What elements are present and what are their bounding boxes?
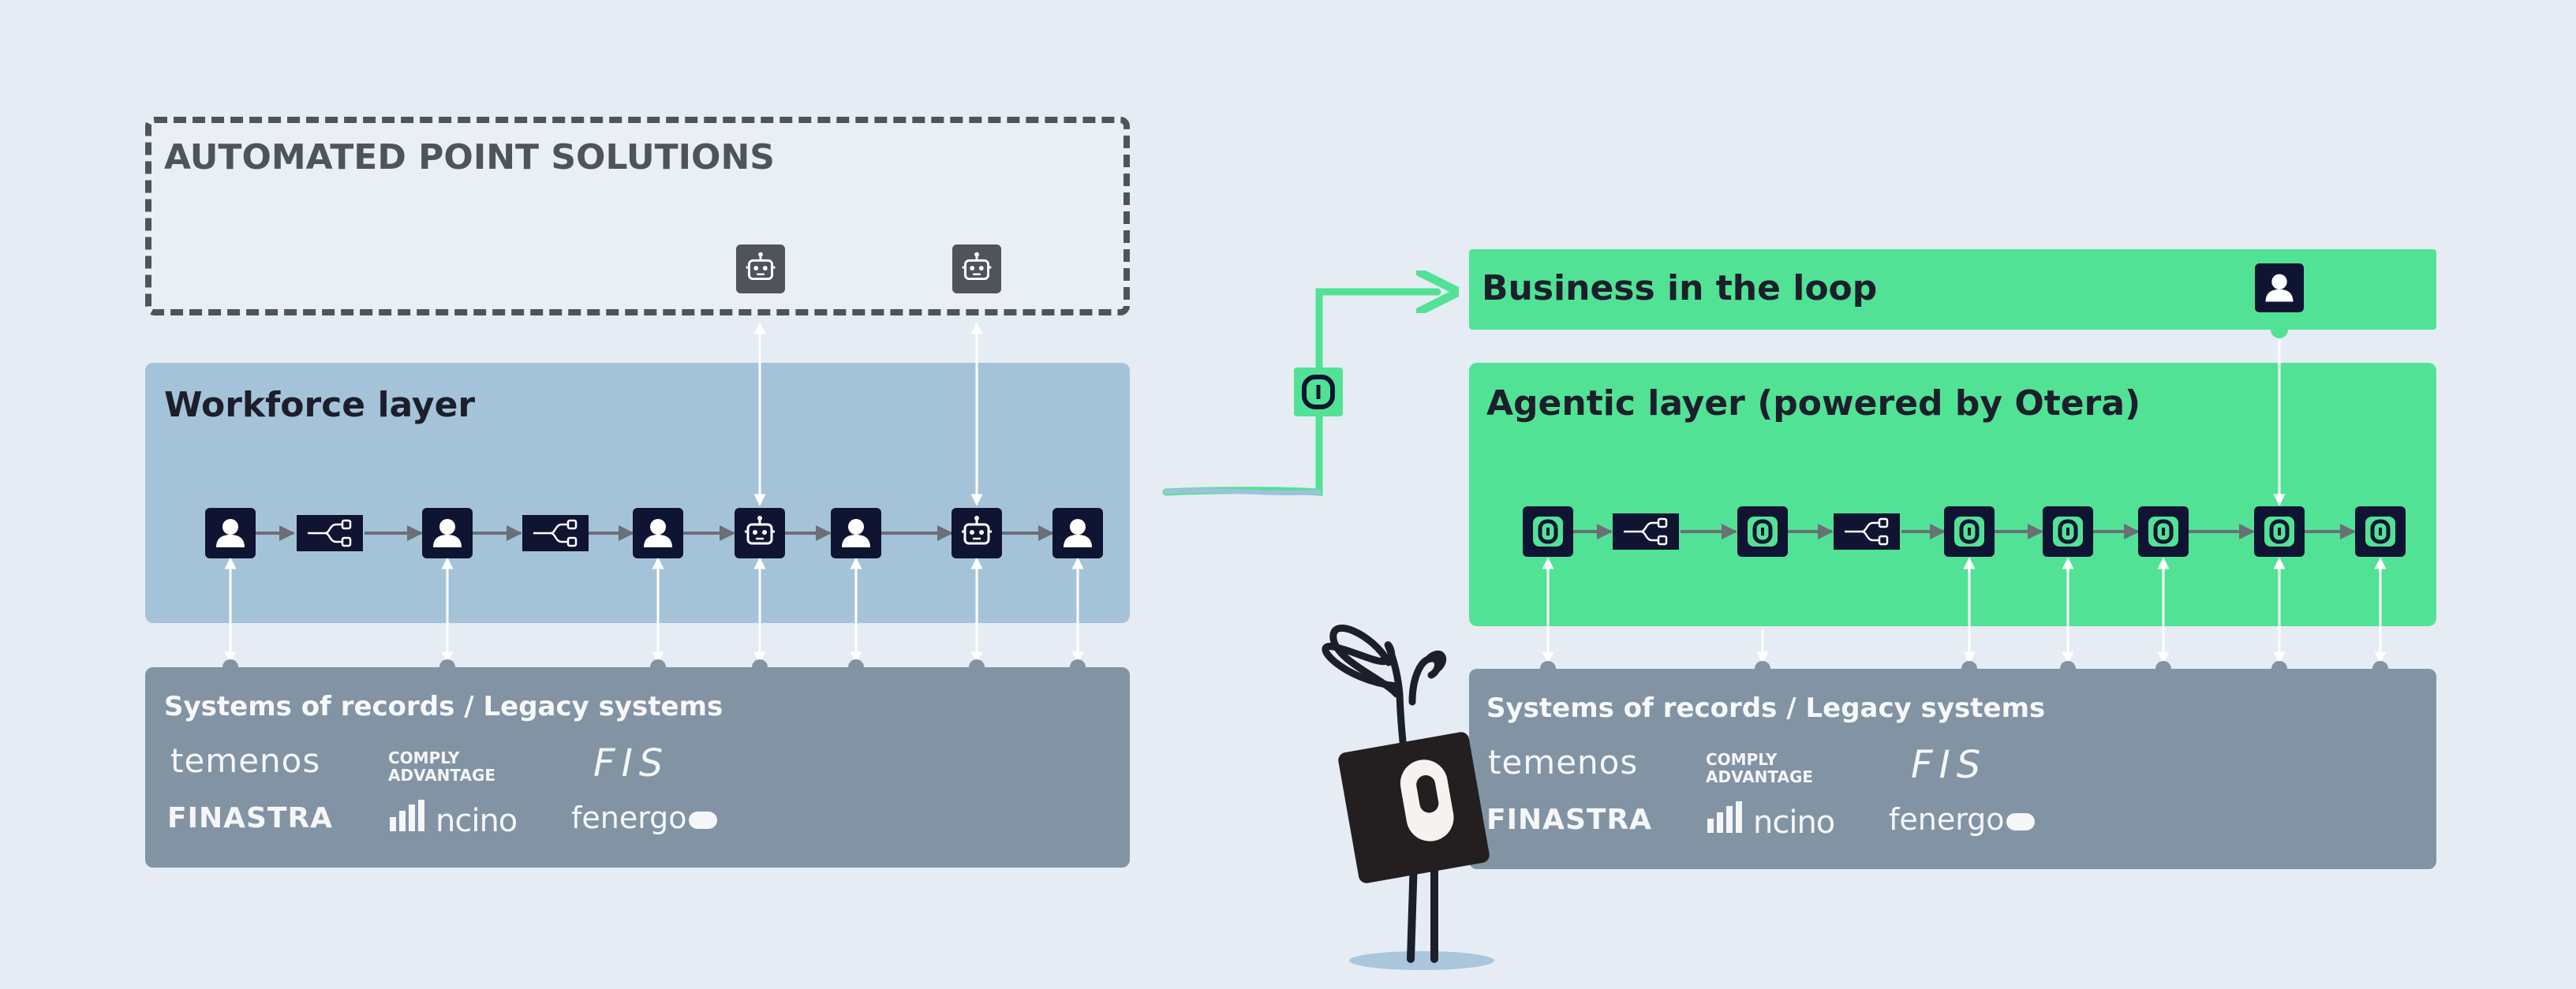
left-legacy-dots — [222, 659, 1086, 675]
otera-mark-icon — [1302, 375, 1335, 409]
person-icon — [1052, 508, 1103, 558]
right-legacy-connectors — [1542, 334, 2387, 664]
fenergo-logo-text-right: fenergo — [1889, 802, 2005, 837]
ncino-logo-text-right: ncino — [1753, 804, 1835, 841]
workflow-branch-icon — [297, 515, 363, 551]
fenergo-pill-icon — [688, 811, 717, 829]
otera-icon — [1944, 506, 1995, 557]
legacy-systems-panel-right — [1469, 669, 2436, 869]
legacy-systems-title-right: Systems of records / Legacy systems — [1486, 692, 2046, 724]
workflow-branch-icon — [1613, 513, 1679, 550]
ncino-logo-text: ncino — [436, 803, 518, 839]
fis-logo: FIS — [593, 741, 670, 786]
comply-logo-line1: COMPLY — [388, 748, 460, 767]
agentic-layer-title: Agentic layer (powered by Otera) — [1486, 383, 2141, 424]
workflow-branch-icon — [1834, 513, 1900, 550]
otera-icon — [2138, 506, 2189, 557]
robot-icon — [952, 244, 1001, 293]
otera-mascot — [1322, 624, 1494, 970]
finastra-logo: FINASTRA — [167, 802, 334, 834]
ncino-logo-right: ncino — [1706, 801, 1835, 841]
legacy-systems-title-left: Systems of records / Legacy systems — [164, 691, 723, 722]
ncino-logo: ncino — [388, 800, 518, 839]
transition-arrow-tail — [1164, 488, 1322, 495]
legacy-systems-panel-left — [145, 667, 1130, 868]
otera-icon — [2043, 506, 2093, 557]
business-connector-dot — [2271, 321, 2288, 338]
business-in-the-loop-title: Business in the loop — [1482, 268, 1878, 308]
fenergo-pill-icon-right — [2006, 812, 2035, 830]
person-icon — [2255, 263, 2304, 312]
fis-logo-right: FIS — [1911, 743, 1987, 787]
comply-logo-line2: ADVANTAGE — [388, 766, 496, 785]
temenos-logo: temenos — [170, 741, 321, 780]
automated-point-solutions-box — [145, 117, 1130, 315]
fenergo-logo-right: fenergo — [1889, 804, 2035, 834]
person-icon — [831, 508, 881, 558]
otera-icon — [2355, 506, 2406, 557]
finastra-logo-right: FINASTRA — [1486, 804, 1653, 836]
robot-icon — [952, 508, 1002, 558]
fenergo-logo: fenergo — [571, 803, 717, 833]
comply-advantage-logo-right: COMPLY ADVANTAGE — [1706, 751, 1813, 786]
comply-advantage-logo: COMPLY ADVANTAGE — [388, 749, 495, 784]
automated-point-solutions-title: AUTOMATED POINT SOLUTIONS — [164, 137, 775, 177]
otera-icon — [1737, 506, 1788, 557]
workforce-layer-panel — [145, 363, 1130, 623]
workflow-branch-icon — [522, 515, 589, 551]
person-icon — [633, 508, 683, 558]
comply-logo-line2-right: ADVANTAGE — [1706, 767, 1814, 786]
person-icon — [422, 508, 473, 558]
ncino-bars-icon — [388, 800, 431, 837]
person-icon — [205, 508, 256, 558]
left-legacy-connectors — [224, 322, 1084, 664]
right-legacy-dots — [1540, 661, 2388, 677]
otera-icon — [2254, 506, 2305, 557]
robot-icon — [735, 508, 785, 558]
temenos-logo-right: temenos — [1488, 743, 1639, 782]
robot-icon — [736, 244, 785, 293]
comply-logo-line1-right: COMPLY — [1706, 750, 1778, 769]
ncino-bars-icon-right — [1706, 801, 1748, 838]
fenergo-logo-text: fenergo — [571, 801, 687, 835]
otera-icon — [1523, 506, 1573, 557]
workforce-layer-title: Workforce layer — [164, 385, 476, 425]
